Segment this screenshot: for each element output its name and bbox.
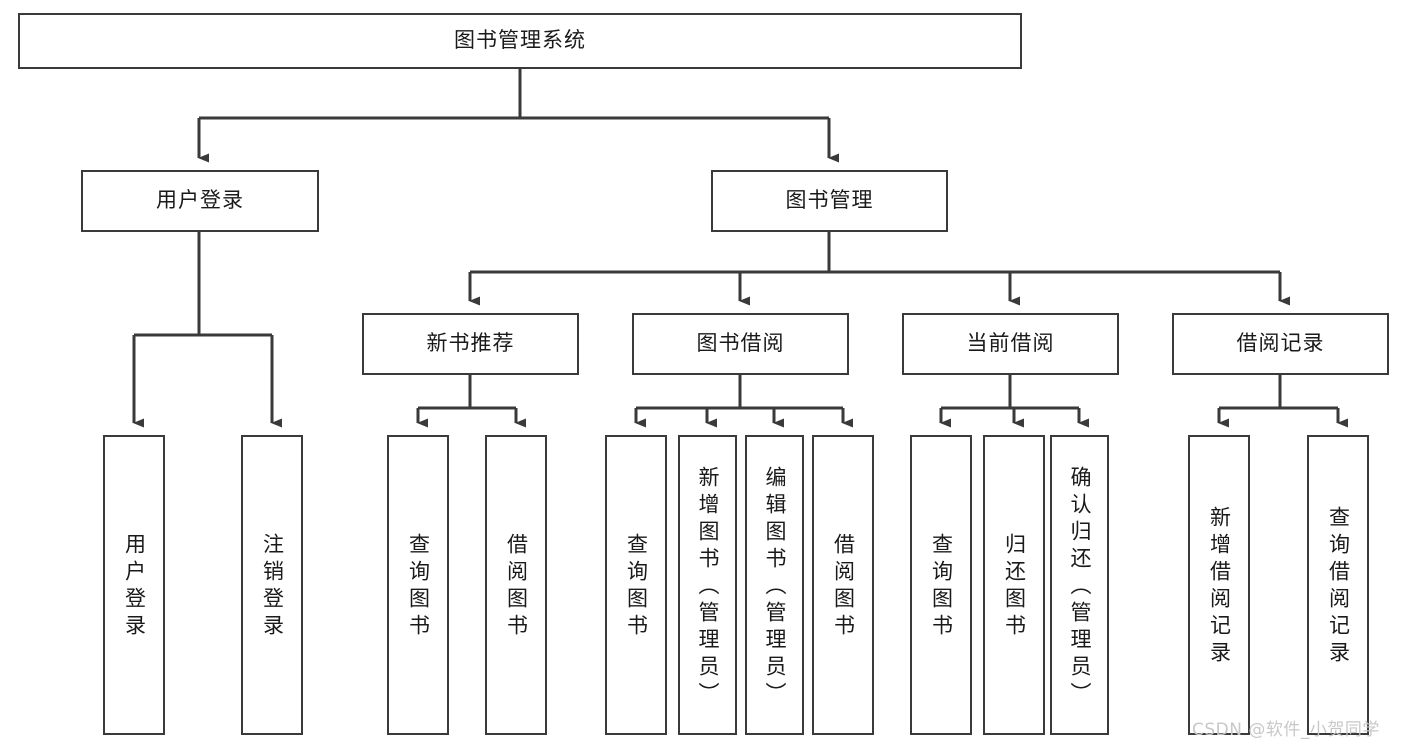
node-user-login-label: 用户登录 xyxy=(156,188,244,213)
node-book-borrow[interactable]: 图书借阅 xyxy=(632,313,849,375)
node-current-borrow-label: 当前借阅 xyxy=(966,331,1055,356)
leaf-confirm-return-admin-label: 确认归还（管理员） xyxy=(1068,465,1092,709)
leaf-borrow-book-recommend[interactable]: 借阅图书 xyxy=(485,435,547,735)
node-borrow-records[interactable]: 借阅记录 xyxy=(1172,313,1389,375)
leaf-add-book-admin-label: 新增图书（管理员） xyxy=(696,465,720,709)
node-book-borrow-label: 图书借阅 xyxy=(696,331,785,356)
leaf-add-borrow-record-label: 新增借阅记录 xyxy=(1207,506,1232,668)
leaf-borrow-book-recommend-label: 借阅图书 xyxy=(504,533,529,641)
csdn-watermark: CSDN @软件_小贺同学 xyxy=(1192,720,1380,740)
leaf-confirm-return-admin[interactable]: 确认归还（管理员） xyxy=(1050,435,1109,735)
leaf-logout[interactable]: 注销登录 xyxy=(241,435,303,735)
leaf-add-book-admin[interactable]: 新增图书（管理员） xyxy=(678,435,737,735)
leaf-logout-label: 注销登录 xyxy=(260,533,285,641)
node-new-book-recommend[interactable]: 新书推荐 xyxy=(362,313,579,375)
leaf-borrow-book-label: 借阅图书 xyxy=(831,533,856,641)
node-book-management-label: 图书管理 xyxy=(785,188,874,213)
node-new-book-recommend-label: 新书推荐 xyxy=(426,331,515,356)
node-borrow-records-label: 借阅记录 xyxy=(1236,331,1325,356)
node-user-login[interactable]: 用户登录 xyxy=(81,170,319,232)
leaf-query-book-borrow[interactable]: 查询图书 xyxy=(605,435,667,735)
leaf-user-login[interactable]: 用户登录 xyxy=(103,435,165,735)
leaf-query-book-recommend-label: 查询图书 xyxy=(406,533,431,641)
leaf-edit-book-admin-label: 编辑图书（管理员） xyxy=(763,465,787,709)
leaf-add-borrow-record[interactable]: 新增借阅记录 xyxy=(1188,435,1250,735)
node-root[interactable]: 图书管理系统 xyxy=(18,13,1022,69)
leaf-edit-book-admin[interactable]: 编辑图书（管理员） xyxy=(745,435,804,735)
leaf-query-borrow-record[interactable]: 查询借阅记录 xyxy=(1307,435,1369,735)
leaf-query-book-current-label: 查询图书 xyxy=(929,533,954,641)
leaf-query-book-borrow-label: 查询图书 xyxy=(624,533,649,641)
leaf-return-book-label: 归还图书 xyxy=(1002,533,1027,641)
leaf-return-book[interactable]: 归还图书 xyxy=(983,435,1045,735)
node-book-management[interactable]: 图书管理 xyxy=(711,170,948,232)
leaf-query-book-current[interactable]: 查询图书 xyxy=(910,435,972,735)
leaf-borrow-book[interactable]: 借阅图书 xyxy=(812,435,874,735)
node-current-borrow[interactable]: 当前借阅 xyxy=(902,313,1119,375)
node-root-label: 图书管理系统 xyxy=(454,28,586,53)
leaf-query-book-recommend[interactable]: 查询图书 xyxy=(387,435,449,735)
leaf-user-login-label: 用户登录 xyxy=(122,533,147,641)
leaf-query-borrow-record-label: 查询借阅记录 xyxy=(1326,506,1351,668)
